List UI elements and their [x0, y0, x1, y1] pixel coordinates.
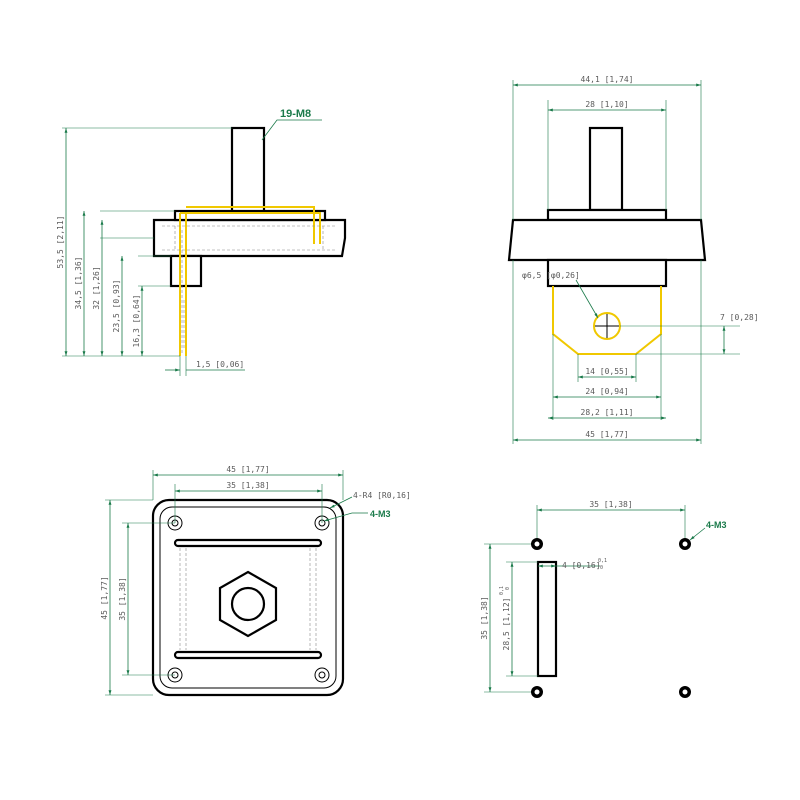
dim-total-height: 53,5 [2,11]	[56, 216, 65, 269]
dim-pin-top: 23,5 [0,93]	[112, 280, 121, 333]
dim-hole-diameter: φ6,5 [φ0,26]	[522, 271, 580, 280]
dim-pin-length: 16,3 [0,64]	[132, 295, 141, 348]
top-view: 4-R4 [R0,16] 4-M3 45 [1,77] 35 [1,38] 45…	[100, 465, 411, 697]
dim-tab-inner: 14 [0,55]	[585, 367, 628, 376]
side-view: φ6,5 [φ0,26] 44,1 [1,74] 28 [1,10] 7 [0,…	[507, 75, 759, 444]
front-view: 19-M8 53,5 [2,11] 34,5 [1,36] 32 [1,26] …	[56, 108, 347, 376]
dim-slot-len-tol-bottom: 0	[505, 587, 511, 590]
dim-hole-offset: 7 [0,28]	[720, 313, 759, 322]
shaft-thread-label: 19-M8	[280, 108, 311, 120]
screw-label: 4-M3	[370, 509, 391, 519]
dim-hole-pitch-y: 35 [1,38]	[480, 596, 489, 639]
dim-top-width: 28 [1,10]	[585, 100, 628, 109]
flange	[152, 218, 347, 258]
mount-slot	[536, 560, 558, 678]
dim-slot-len-tol-top: 0,1	[499, 586, 505, 595]
dim-pin-thickness: 1,5 [0,06]	[196, 360, 244, 369]
dim-flange-width: 45 [1,77]	[585, 430, 628, 439]
flange	[507, 218, 707, 262]
lower-boss	[546, 258, 668, 288]
dim-slot-length: 28,5 [1,12]	[502, 598, 511, 651]
dim-hole-pitch-x: 35 [1,38]	[589, 500, 632, 509]
shaft	[230, 126, 266, 214]
screw-hole	[314, 667, 330, 683]
dim-tab-mid: 24 [0,94]	[585, 387, 628, 396]
dim-body-height: 32 [1,26]	[92, 266, 101, 309]
dim-hole-pitch-x: 35 [1,38]	[226, 481, 269, 490]
dim-hole-pitch-y: 35 [1,38]	[118, 577, 127, 620]
corner-radius-label: 4-R4 [R0,16]	[353, 491, 411, 500]
screw-label: 4-M3	[706, 520, 727, 530]
flange-top	[173, 209, 327, 222]
dim-slot-width: 4 [0,16]	[562, 561, 601, 570]
dim-slot-tol-bottom: 0	[600, 565, 603, 571]
dim-plate-width: 45 [1,77]	[226, 465, 269, 474]
dim-plate-height: 45 [1,77]	[100, 576, 109, 619]
dim-flange-height: 34,5 [1,36]	[74, 257, 83, 310]
shaft	[588, 126, 624, 212]
dim-overall-width: 44,1 [1,74]	[581, 75, 634, 84]
shaft-hole	[230, 586, 266, 622]
mount-cutout-view: 35 [1,38] 4-M3 4 [0,16] 0,1 0 35 [1,38] …	[480, 500, 727, 698]
dim-slot-tol-top: 0,1	[598, 558, 607, 564]
dim-tab-outer: 28,2 [1,11]	[581, 408, 634, 417]
